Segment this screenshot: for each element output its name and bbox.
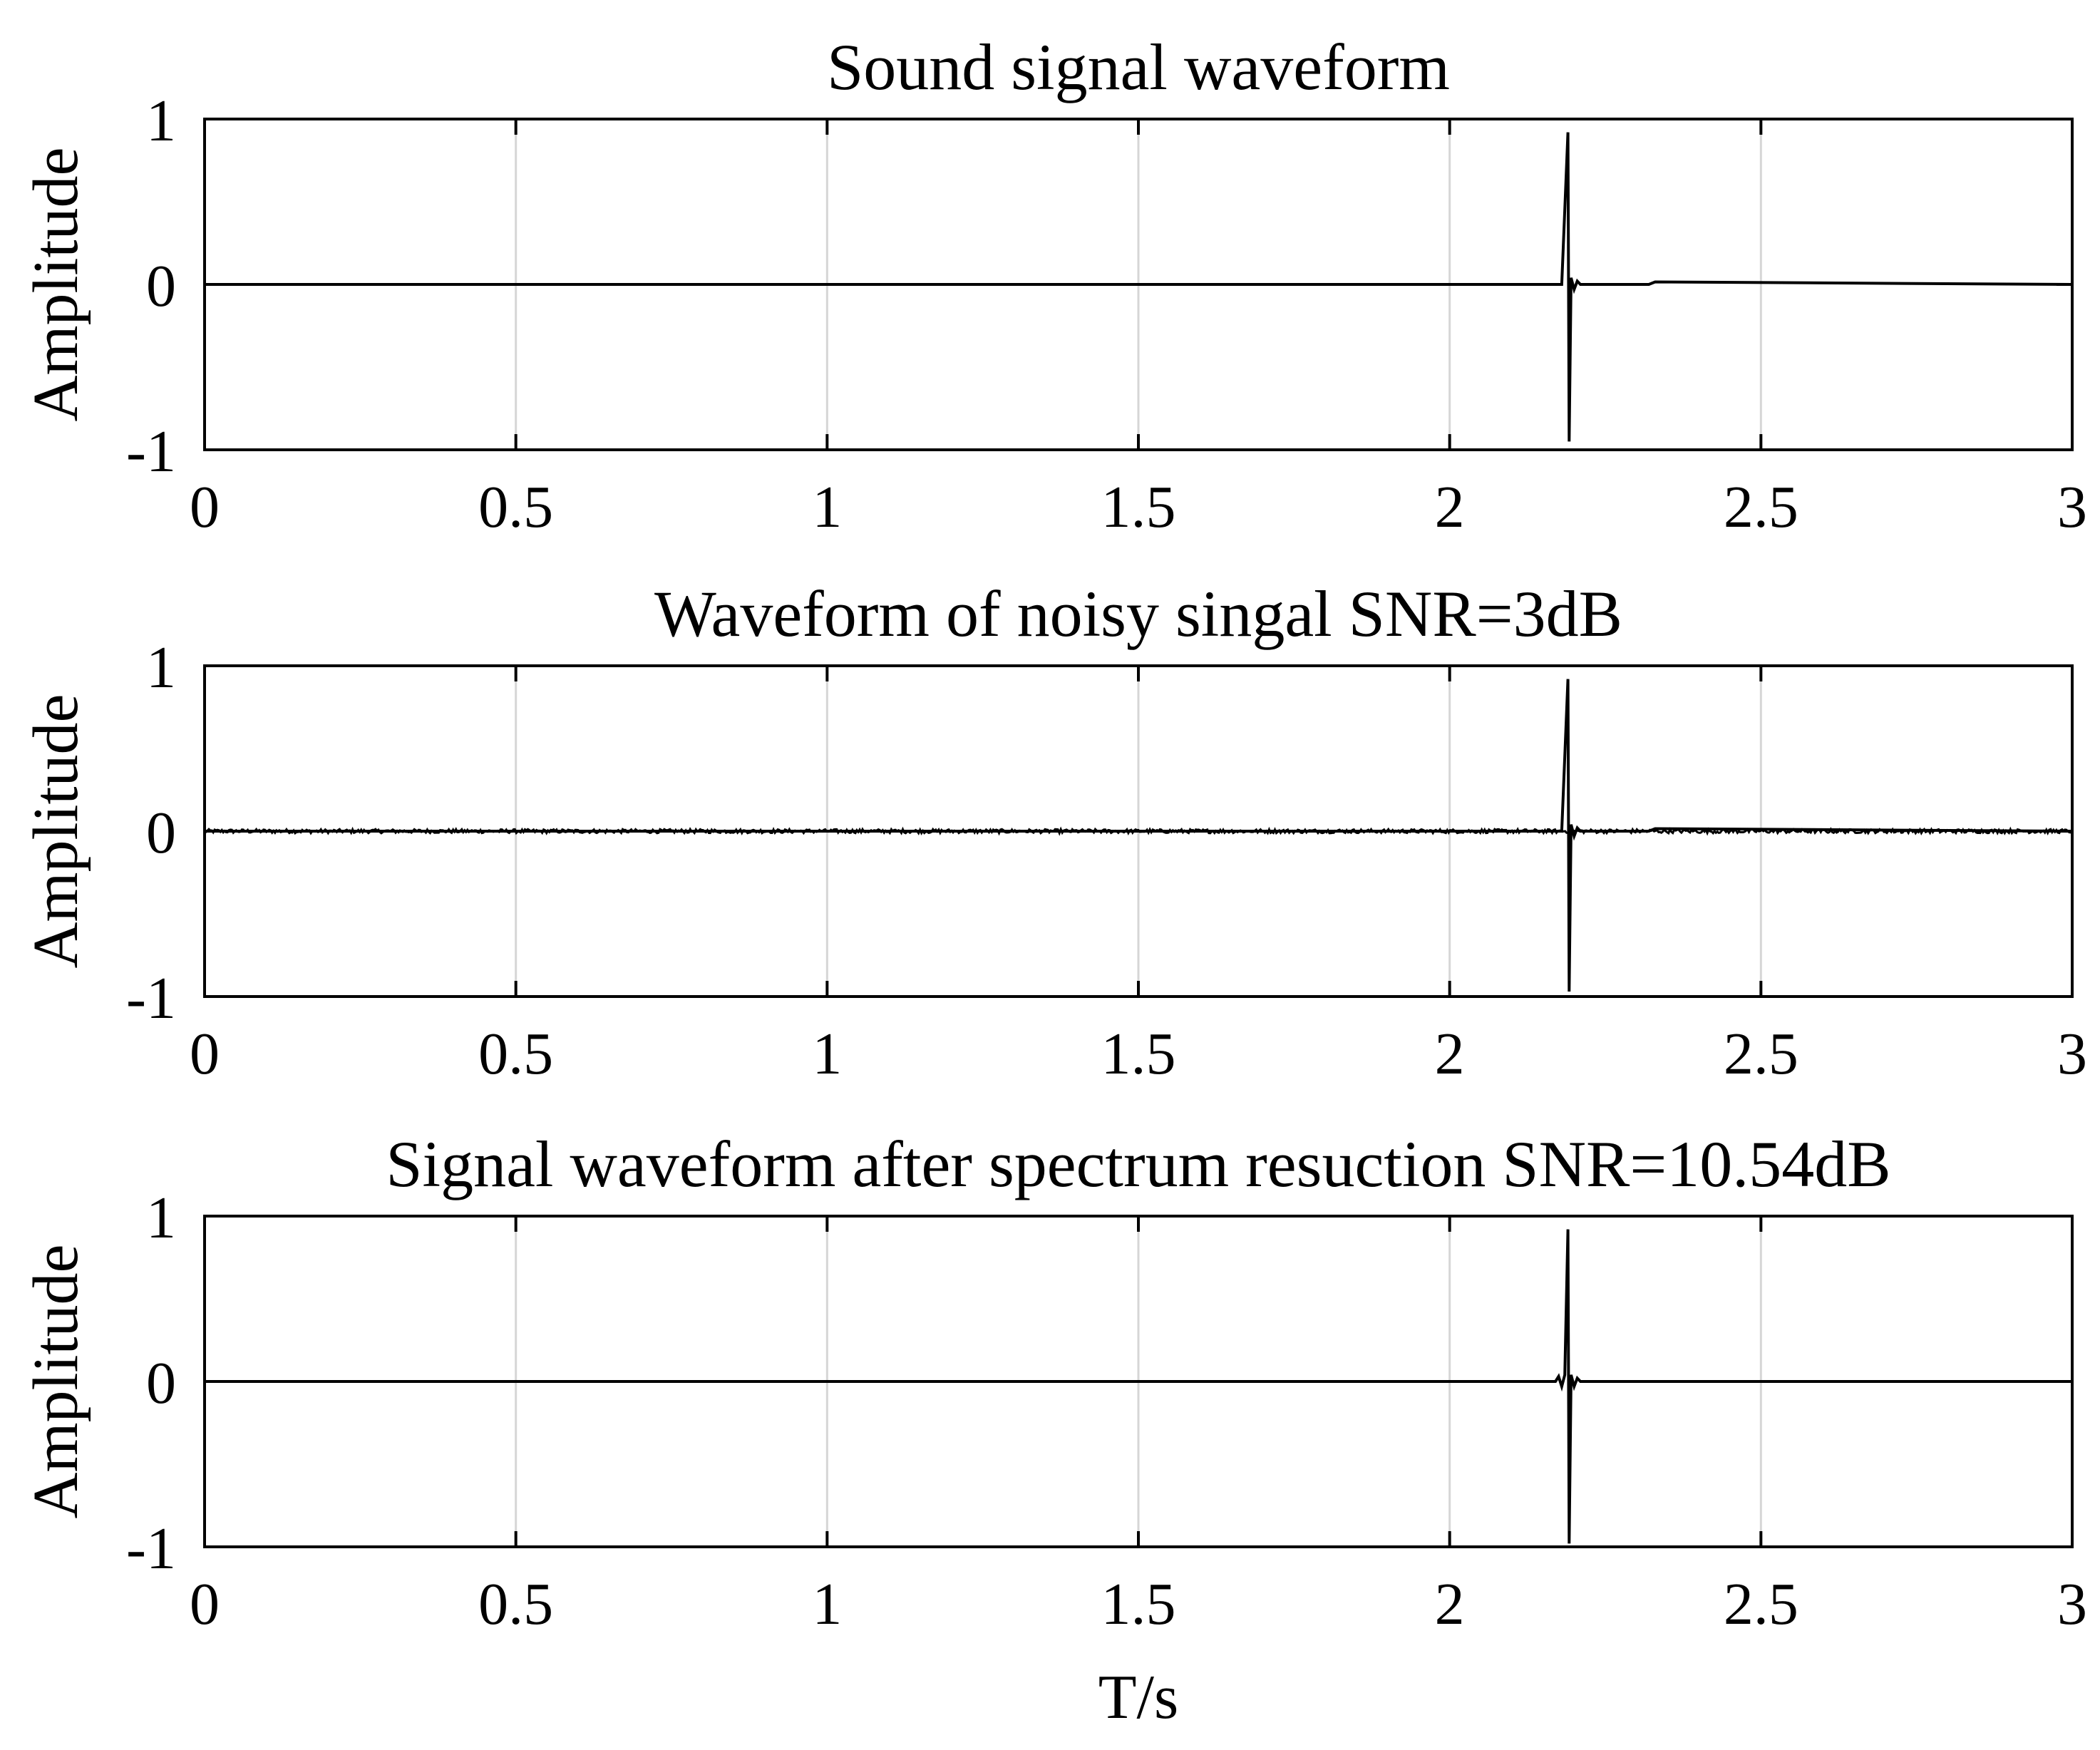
x-tick-label: 1.5 — [1101, 1571, 1176, 1637]
x-tick-label: 0.5 — [478, 1021, 553, 1087]
y-axis-label: Amplitude — [21, 148, 91, 422]
x-axis-label: T/s — [1098, 1663, 1178, 1732]
noise-band — [203, 826, 2074, 836]
x-tick-label: 1 — [812, 474, 842, 540]
y-tick-label: 1 — [146, 88, 176, 154]
x-tick-label: 3 — [2057, 1571, 2087, 1637]
y-axis-label: Amplitude — [21, 694, 91, 969]
y-tick-label: 1 — [146, 1185, 176, 1251]
y-tick-label: 0 — [146, 800, 176, 866]
x-tick-label: 1 — [812, 1571, 842, 1637]
x-tick-label: 2 — [1435, 474, 1465, 540]
x-tick-label: 3 — [2057, 474, 2087, 540]
x-tick-label: 1.5 — [1101, 474, 1176, 540]
y-tick-label: 0 — [146, 253, 176, 319]
chart-title: Signal waveform after spectrum resuction… — [386, 1128, 1890, 1200]
y-tick-label: -1 — [126, 418, 176, 485]
x-tick-label: 2.5 — [1724, 474, 1798, 540]
x-tick-label: 1.5 — [1101, 1021, 1176, 1087]
x-tick-label: 3 — [2057, 1021, 2087, 1087]
x-tick-label: 2.5 — [1724, 1571, 1798, 1637]
x-tick-label: 0 — [190, 1021, 220, 1087]
y-tick-label: 1 — [146, 634, 176, 701]
x-tick-label: 2 — [1435, 1571, 1465, 1637]
y-tick-label: -1 — [126, 965, 176, 1031]
series-line-1 — [205, 132, 2073, 442]
x-tick-label: 0.5 — [478, 474, 553, 540]
x-tick-label: 2 — [1435, 1021, 1465, 1087]
x-tick-label: 1 — [812, 1021, 842, 1087]
y-axis-label: Amplitude — [21, 1245, 91, 1519]
y-tick-label: -1 — [126, 1515, 176, 1582]
x-tick-label: 0 — [190, 1571, 220, 1637]
chart-title: Waveform of noisy singal SNR=3dB — [654, 577, 1622, 650]
y-tick-label: 0 — [146, 1350, 176, 1416]
series-line-1 — [205, 1229, 2072, 1544]
x-tick-label: 2.5 — [1724, 1021, 1798, 1087]
x-tick-label: 0 — [190, 474, 220, 540]
chart-title: Sound signal waveform — [827, 31, 1450, 103]
x-tick-label: 0.5 — [478, 1571, 553, 1637]
